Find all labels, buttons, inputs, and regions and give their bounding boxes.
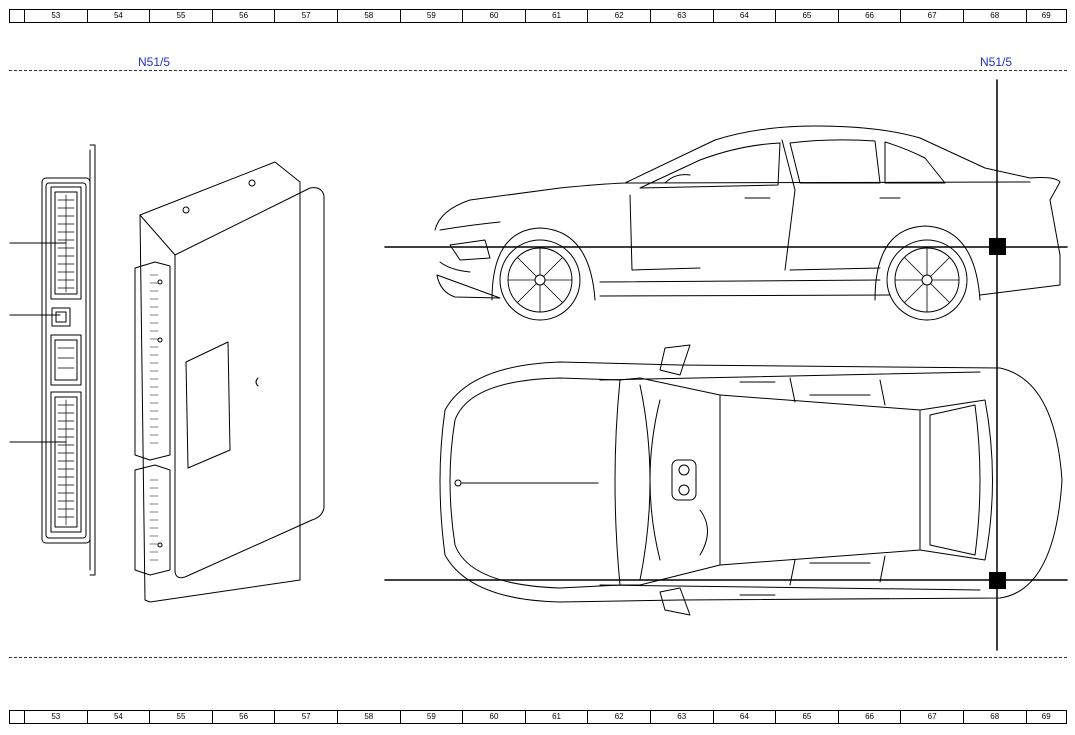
location-reference-lines xyxy=(384,79,1068,651)
ruler-cell: 68 xyxy=(962,711,1026,723)
ruler-cell: 67 xyxy=(900,711,963,723)
ruler-cell: 69 xyxy=(1025,10,1067,22)
location-marker-side xyxy=(989,238,1006,255)
ruler-cell: 60 xyxy=(462,711,525,723)
ruler-cell: 57 xyxy=(274,711,337,723)
control-unit-side-view xyxy=(9,144,96,576)
car-top-view xyxy=(439,344,1063,616)
bottom-dashed-border xyxy=(9,657,1067,658)
ruler-cell: 59 xyxy=(399,711,463,723)
location-marker-top xyxy=(989,572,1006,589)
ruler-cell: 64 xyxy=(712,10,776,22)
ruler-cell: 55 xyxy=(149,711,212,723)
ruler-cell: 60 xyxy=(462,10,525,22)
ruler-cell: 65 xyxy=(775,10,838,22)
ruler-cell: 66 xyxy=(837,711,901,723)
ruler-cell: 62 xyxy=(587,10,650,22)
ruler-cell: 56 xyxy=(211,10,275,22)
ruler-cell: 55 xyxy=(149,10,212,22)
ruler-cell: 67 xyxy=(900,10,963,22)
control-unit-isometric-view xyxy=(134,161,325,603)
ruler-cell: 64 xyxy=(712,711,776,723)
ruler-cell: 66 xyxy=(837,10,901,22)
ruler-cell: 56 xyxy=(211,711,275,723)
ruler-cell: 61 xyxy=(524,711,588,723)
ruler-cell: 68 xyxy=(962,10,1026,22)
ruler-cell: 69 xyxy=(1025,711,1067,723)
ruler-cell: 61 xyxy=(524,10,588,22)
ruler-cell: 65 xyxy=(775,711,838,723)
ruler-cell: 54 xyxy=(86,10,150,22)
top-column-ruler: 53 54 55 56 57 58 59 60 61 62 63 64 65 6… xyxy=(9,9,1067,23)
bottom-column-ruler: 53 54 55 56 57 58 59 60 61 62 63 64 65 6… xyxy=(9,710,1067,724)
ruler-cell: 54 xyxy=(86,711,150,723)
top-dashed-border xyxy=(9,70,1067,71)
ruler-cell: 63 xyxy=(649,10,713,22)
ruler-cell: 63 xyxy=(649,711,713,723)
component-label-left[interactable]: N51/5 xyxy=(138,55,171,69)
component-label-right[interactable]: N51/5 xyxy=(980,55,1013,69)
ruler-cell: 59 xyxy=(399,10,463,22)
ruler-cell: 62 xyxy=(587,711,650,723)
ruler-cell: 53 xyxy=(24,10,87,22)
ruler-cell: 58 xyxy=(336,711,400,723)
ruler-cell: 57 xyxy=(274,10,337,22)
ruler-cell: 58 xyxy=(336,10,400,22)
ruler-cell: 53 xyxy=(24,711,87,723)
car-side-view xyxy=(434,125,1061,321)
